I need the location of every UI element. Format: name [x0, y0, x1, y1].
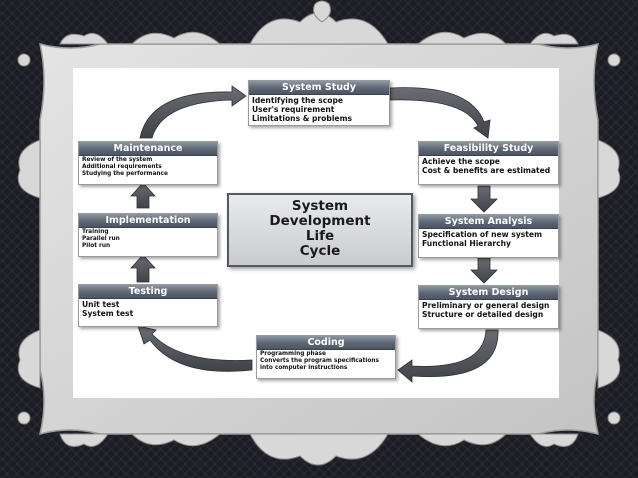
center-title-box: System Development Life Cycle: [227, 193, 413, 267]
box-testing-title: Testing: [79, 285, 217, 299]
center-title-line-3: Life: [305, 228, 335, 244]
box-maintenance: Maintenance Review of the system Additio…: [78, 141, 218, 185]
arrow-maintenance-to-study: [139, 85, 247, 139]
box-implementation: Implementation Training Parallel run Pil…: [78, 213, 218, 257]
box-maintenance-title: Maintenance: [79, 142, 217, 156]
box-system-study-title: System Study: [249, 81, 389, 95]
box-feasibility-study-title: Feasibility Study: [419, 142, 558, 156]
box-testing: Testing Unit test System test: [78, 284, 218, 327]
arrow-study-to-feasibility: [389, 87, 491, 139]
design-line-1: Preliminary or general design: [422, 301, 550, 310]
implementation-line-3: Pilot run: [82, 243, 111, 249]
maintenance-line-2: Additional requirements: [82, 164, 162, 170]
box-implementation-title: Implementation: [79, 214, 217, 228]
testing-line-1: Unit test: [82, 300, 120, 309]
design-line-2: Structure or detailed design: [422, 310, 544, 319]
arrow-implementation-to-maintenance: [130, 182, 156, 209]
feasibility-line-2: Cost & benefits are estimated: [422, 166, 551, 175]
arrow-coding-to-testing: [137, 325, 253, 372]
system-study-line-2: User's requirement: [252, 105, 335, 114]
system-study-line-1: Identifying the scope: [252, 96, 344, 105]
coding-line-2: Converts the program specifications: [260, 358, 379, 364]
maintenance-line-1: Review of the system: [82, 157, 153, 163]
analysis-line-2: Functional Hierarchy: [422, 239, 511, 248]
center-title-line-2: Development: [269, 213, 371, 229]
box-system-design-title: System Design: [419, 286, 558, 300]
analysis-line-1: Specification of new system: [422, 230, 542, 239]
bottom-flourish: [59, 433, 579, 466]
implementation-line-1: Training: [82, 229, 109, 235]
system-study-line-3: Limitations & problems: [252, 114, 353, 123]
coding-line-1: Programming phase: [260, 351, 326, 357]
maintenance-line-3: Studying the performance: [82, 171, 168, 177]
box-system-analysis: System Analysis Specification of new sys…: [418, 214, 559, 258]
arrow-testing-to-implementation: [130, 254, 156, 283]
testing-line-2: System test: [82, 309, 134, 318]
box-system-study: System Study Identifying the scope User'…: [248, 80, 390, 126]
implementation-line-2: Parallel run: [82, 236, 120, 242]
feasibility-line-1: Achieve the scope: [422, 157, 500, 166]
box-system-design: System Design Preliminary or general des…: [418, 285, 559, 329]
arrow-feasibility-to-analysis: [470, 185, 498, 213]
top-flourish: [59, 0, 579, 45]
side-flourish: [17, 53, 621, 425]
box-coding: Coding Programming phase Converts the pr…: [256, 335, 396, 379]
arrow-analysis-to-design: [470, 257, 498, 284]
coding-line-3: into computer instructions: [260, 365, 348, 371]
box-coding-title: Coding: [257, 336, 395, 350]
center-title-line-4: Cycle: [299, 243, 341, 259]
box-system-analysis-title: System Analysis: [419, 215, 558, 229]
center-title-line-1: System: [291, 198, 349, 214]
arrow-design-to-coding: [397, 329, 499, 383]
box-feasibility-study: Feasibility Study Achieve the scope Cost…: [418, 141, 559, 185]
